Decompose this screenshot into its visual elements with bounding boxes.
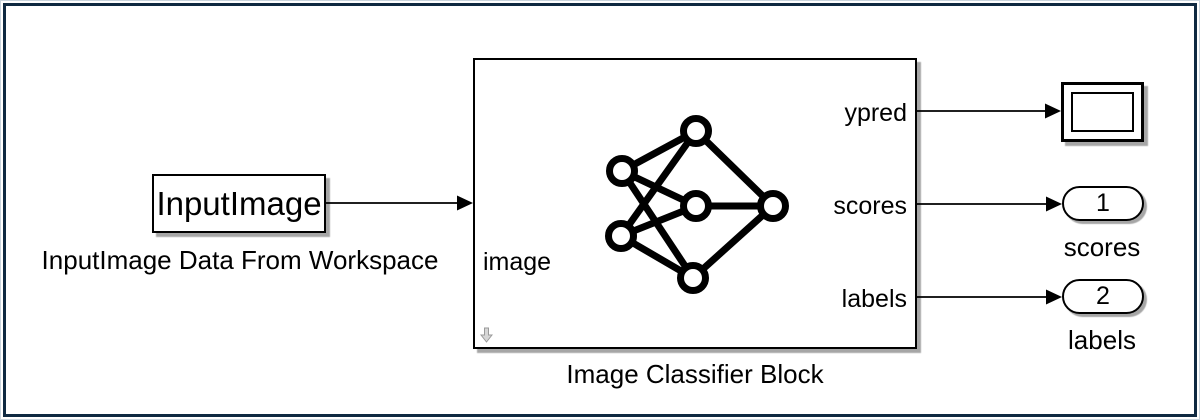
arrowhead-icon — [1046, 289, 1062, 305]
from-workspace-block-caption[interactable]: InputImage Data From Workspace — [41, 245, 439, 275]
image-classifier-block-caption[interactable]: Image Classifier Block — [566, 359, 824, 389]
look-under-mask-arrow-icon[interactable] — [480, 327, 493, 343]
output-port-label-labels: labels — [841, 285, 907, 313]
outport-caption-scores[interactable]: scores — [1063, 232, 1141, 262]
input-port-label-image: image — [483, 248, 552, 276]
signal-line-labels[interactable] — [917, 289, 1062, 305]
display-block[interactable] — [1061, 82, 1144, 142]
arrowhead-icon — [1046, 196, 1062, 212]
neural-network-icon — [605, 115, 789, 294]
outport-block-labels[interactable]: 2 — [1062, 279, 1144, 314]
display-screen-icon — [1071, 92, 1134, 132]
outport-number: 2 — [1096, 282, 1110, 310]
from-workspace-block-label: InputImage — [156, 184, 322, 222]
output-port-label-scores: scores — [833, 192, 907, 220]
outport-caption-labels[interactable]: labels — [1068, 325, 1136, 355]
outport-number: 1 — [1096, 189, 1110, 217]
from-workspace-block[interactable]: InputImage — [152, 174, 326, 233]
output-port-label-ypred: ypred — [844, 99, 907, 127]
signal-line-image[interactable] — [326, 195, 473, 211]
outport-block-scores[interactable]: 1 — [1062, 186, 1144, 221]
arrowhead-icon — [457, 195, 473, 211]
arrowhead-icon — [1045, 103, 1061, 119]
signal-line-scores[interactable] — [917, 196, 1062, 212]
signal-line-ypred[interactable] — [917, 103, 1061, 119]
image-classifier-block[interactable]: image ypred scores labels — [473, 58, 917, 349]
